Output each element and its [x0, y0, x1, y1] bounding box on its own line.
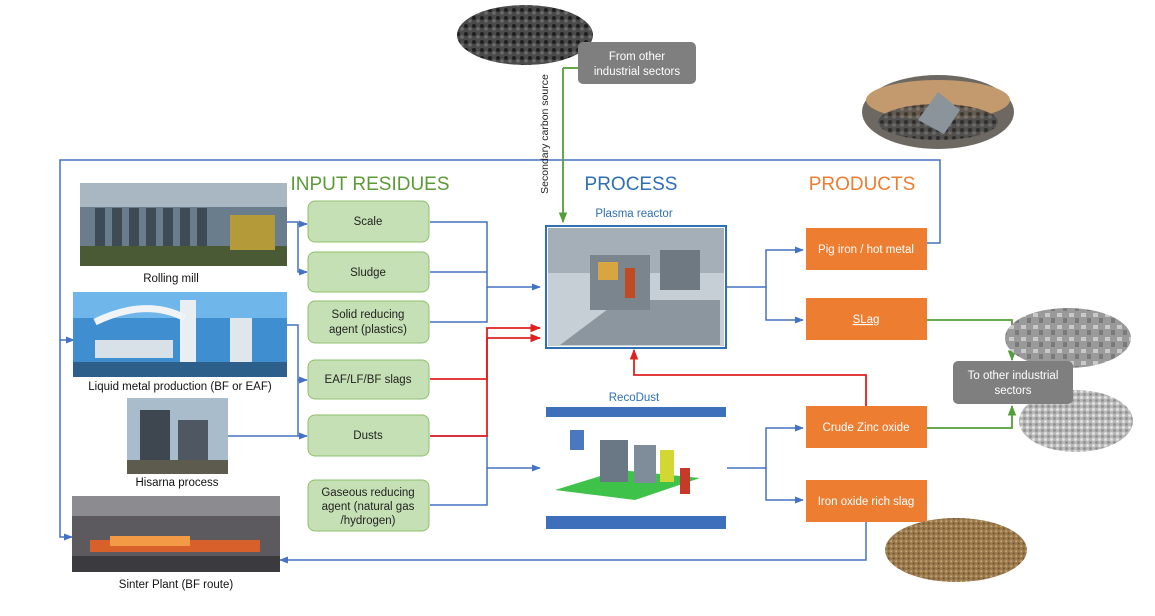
scale-to-plasma	[430, 221, 541, 291]
recodust-image	[546, 407, 726, 529]
solid-reducing-to-plasma	[430, 287, 488, 323]
product-pig-iron-box: Pig iron / hot metal	[806, 228, 927, 270]
process-header: PROCESS	[585, 174, 678, 195]
zinc-pebbles-photo	[1019, 390, 1133, 452]
connectors	[59, 67, 1017, 564]
external-carbon-photo	[457, 5, 593, 65]
product-zinc-oxide-label: Crude Zinc oxide	[823, 422, 910, 434]
sinter-feed-line	[59, 340, 73, 541]
liquid-metal-to-dusts	[297, 380, 308, 440]
plasma-to-pig-iron	[727, 246, 804, 288]
recodust-label: RecoDust	[609, 392, 660, 404]
iron-oxide-recycle-line	[279, 522, 867, 564]
residue-solid-reducing-line-2: agent (plastics)	[329, 324, 407, 336]
liquid-metal-to-slags	[287, 324, 308, 384]
residue-sludge-label: Sludge	[350, 267, 386, 279]
hisarna-photo	[127, 398, 228, 474]
product-zinc-oxide-box: Crude Zinc oxide	[806, 406, 927, 448]
plasma-reactor-image	[545, 225, 727, 349]
rolling-mill-photo	[80, 183, 287, 266]
gaseous-to-recodust	[430, 468, 488, 506]
residue-gaseous-reducing-box: Gaseous reducing agent (natural gas /hyd…	[307, 479, 430, 532]
slag-stones-photo	[1005, 308, 1131, 368]
input-residues-header: INPUT RESIDUES	[290, 174, 449, 195]
rolling-mill-label: Rolling mill	[143, 273, 199, 285]
rolling-mill-to-scale	[287, 220, 308, 228]
residue-sludge-box: Sludge	[307, 251, 430, 293]
residue-gaseous-line-3: /hydrogen)	[341, 515, 396, 527]
plasma-reactor-label: Plasma reactor	[595, 208, 673, 220]
sinter-plant-photo	[72, 496, 280, 572]
from-other-sectors-line-1: From other	[609, 51, 665, 63]
pig-iron-photo	[862, 75, 1014, 149]
residue-dusts-box: Dusts	[307, 414, 430, 457]
residue-gaseous-line-2: agent (natural gas	[322, 501, 415, 513]
zinc-to-plasma-red	[629, 348, 867, 406]
residue-scale-box: Scale	[307, 200, 430, 243]
product-slag-box: SLag	[806, 298, 927, 340]
rolling-mill-to-sludge	[297, 224, 308, 276]
from-other-sectors-box: From other industrial sectors	[578, 42, 696, 84]
dusts-to-plasma-red	[430, 323, 542, 437]
residue-gaseous-line-1: Gaseous reducing	[321, 487, 414, 499]
from-other-sectors-line-2: industrial sectors	[594, 66, 681, 78]
to-other-sectors-line-1: To other industrial	[968, 370, 1059, 382]
zinc-to-other-sectors	[927, 404, 1017, 429]
to-other-sectors-line-2: sectors	[994, 385, 1031, 397]
hisarna-label: Hisarna process	[135, 477, 218, 489]
product-iron-oxide-slag-box: Iron oxide rich slag	[806, 480, 927, 522]
secondary-carbon-label: Secondary carbon source	[539, 74, 551, 194]
recodust-to-iron-slag	[765, 468, 804, 504]
recodust-to-zinc	[727, 424, 804, 469]
product-iron-oxide-slag-label: Iron oxide rich slag	[818, 496, 915, 508]
sinter-plant-label: Sinter Plant (BF route)	[119, 579, 234, 591]
residue-slags-label: EAF/LF/BF slags	[325, 374, 412, 386]
dusts-to-recodust	[430, 435, 541, 472]
to-other-sectors-box: To other industrial sectors	[953, 361, 1073, 404]
residue-scale-label: Scale	[354, 216, 383, 228]
iron-oxide-soil-photo	[885, 518, 1027, 582]
liquid-metal-label: Liquid metal production (BF or EAF)	[88, 381, 272, 393]
product-pig-iron-label: Pig iron / hot metal	[818, 244, 914, 256]
slags-to-plasma-red	[430, 333, 542, 380]
liquid-metal-photo	[73, 292, 287, 377]
residue-slags-box: EAF/LF/BF slags	[307, 359, 430, 400]
products-header: PRODUCTS	[809, 174, 916, 195]
plasma-to-slag	[765, 287, 804, 324]
product-slag-label: SLag	[853, 314, 880, 326]
residue-solid-reducing-line-1: Solid reducing	[332, 309, 405, 321]
slag-to-other-sectors	[927, 319, 1017, 362]
residue-dusts-label: Dusts	[353, 430, 383, 442]
residue-solid-reducing-box: Solid reducing agent (plastics)	[307, 300, 430, 344]
pig-iron-recycle-line	[59, 159, 941, 344]
